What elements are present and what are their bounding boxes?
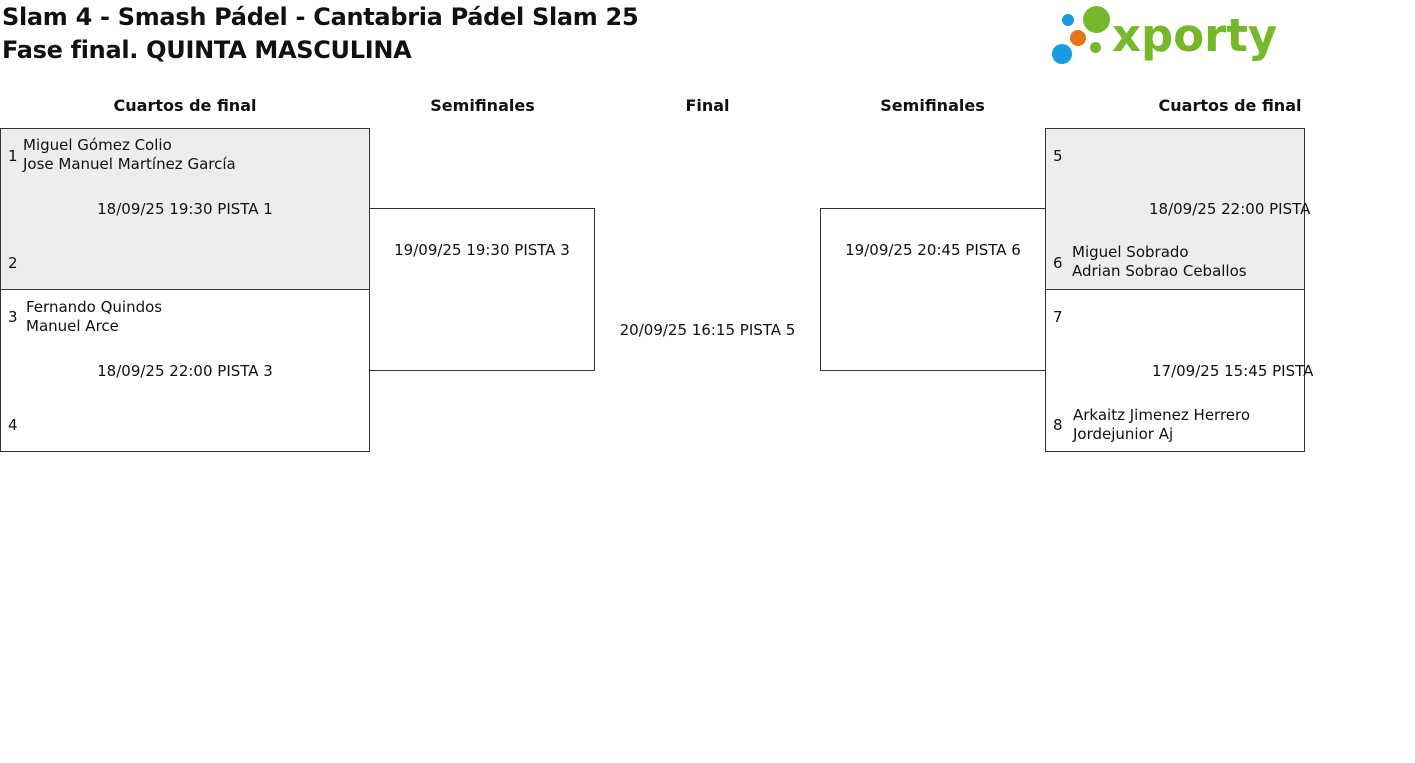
round-header-sf-left: Semifinales xyxy=(430,96,535,115)
final-schedule: 20/09/25 16:15 PISTA 5 xyxy=(619,321,796,339)
match-qf1[interactable]: 1 Miguel Gómez Colio Jose Manuel Martíne… xyxy=(0,128,370,290)
seed-number: 3 xyxy=(8,308,18,326)
player-name: Fernando Quindos xyxy=(26,298,163,316)
match-sf2[interactable]: 19/09/25 20:45 PISTA 6 xyxy=(820,208,1046,371)
match-qf2[interactable]: 3 Fernando Quindos Manuel Arce 18/09/25 … xyxy=(0,289,370,452)
round-header-sf-right: Semifinales xyxy=(880,96,985,115)
match-schedule: 18/09/25 22:00 PISTA xyxy=(1149,200,1311,218)
logo-dot-green-small xyxy=(1090,42,1101,53)
player-name: Jordejunior Aj xyxy=(1073,425,1174,443)
player-name: Manuel Arce xyxy=(26,317,119,335)
round-header-final: Final xyxy=(685,96,730,115)
match-schedule: 19/09/25 20:45 PISTA 6 xyxy=(845,241,1021,259)
seed-number: 2 xyxy=(8,254,18,272)
player-name: Adrian Sobrao Ceballos xyxy=(1072,262,1247,280)
logo-dot-blue-small xyxy=(1062,14,1074,26)
match-schedule: 18/09/25 22:00 PISTA 3 xyxy=(97,362,273,380)
team-names: Miguel Sobrado Adrian Sobrao Ceballos xyxy=(1072,243,1247,281)
xporty-logo[interactable]: xporty xyxy=(1052,4,1280,68)
seed-number: 1 xyxy=(8,147,18,165)
seed-number: 8 xyxy=(1053,416,1063,434)
seed-number: 4 xyxy=(8,416,18,434)
tournament-title: Slam 4 - Smash Pádel - Cantabria Pádel S… xyxy=(2,3,639,31)
team-names: Arkaitz Jimenez Herrero Jordejunior Aj xyxy=(1073,406,1250,444)
player-name: Miguel Gómez Colio xyxy=(23,136,172,154)
match-sf1[interactable]: 19/09/25 19:30 PISTA 3 xyxy=(369,208,595,371)
match-qf3[interactable]: 5 18/09/25 22:00 PISTA 6 Miguel Sobrado … xyxy=(1045,128,1310,290)
match-qf4[interactable]: 7 17/09/25 15:45 PISTA 8 Arkaitz Jimenez… xyxy=(1045,289,1313,452)
round-header-qf-left: Cuartos de final xyxy=(113,96,257,115)
phase-title: Fase final. QUINTA MASCULINA xyxy=(2,36,412,64)
team-names: Fernando Quindos Manuel Arce xyxy=(26,298,162,336)
round-header-qf-right: Cuartos de final xyxy=(1158,96,1302,115)
seed-number: 6 xyxy=(1053,254,1063,272)
logo-dot-green xyxy=(1083,6,1110,33)
match-schedule: 18/09/25 19:30 PISTA 1 xyxy=(97,200,273,218)
logo-dot-orange xyxy=(1070,30,1086,46)
seed-number: 5 xyxy=(1053,147,1063,165)
player-name: Jose Manuel Martínez García xyxy=(23,155,236,173)
player-name: Arkaitz Jimenez Herrero xyxy=(1073,406,1251,424)
match-schedule: 19/09/25 19:30 PISTA 3 xyxy=(394,241,570,259)
seed-number: 7 xyxy=(1053,308,1063,326)
team-names: Miguel Gómez Colio Jose Manuel Martínez … xyxy=(23,136,236,174)
player-name: Miguel Sobrado xyxy=(1072,243,1189,261)
match-schedule: 17/09/25 15:45 PISTA xyxy=(1152,362,1314,380)
logo-dot-blue-large xyxy=(1052,44,1072,64)
logo-wordmark: xporty xyxy=(1112,9,1278,62)
